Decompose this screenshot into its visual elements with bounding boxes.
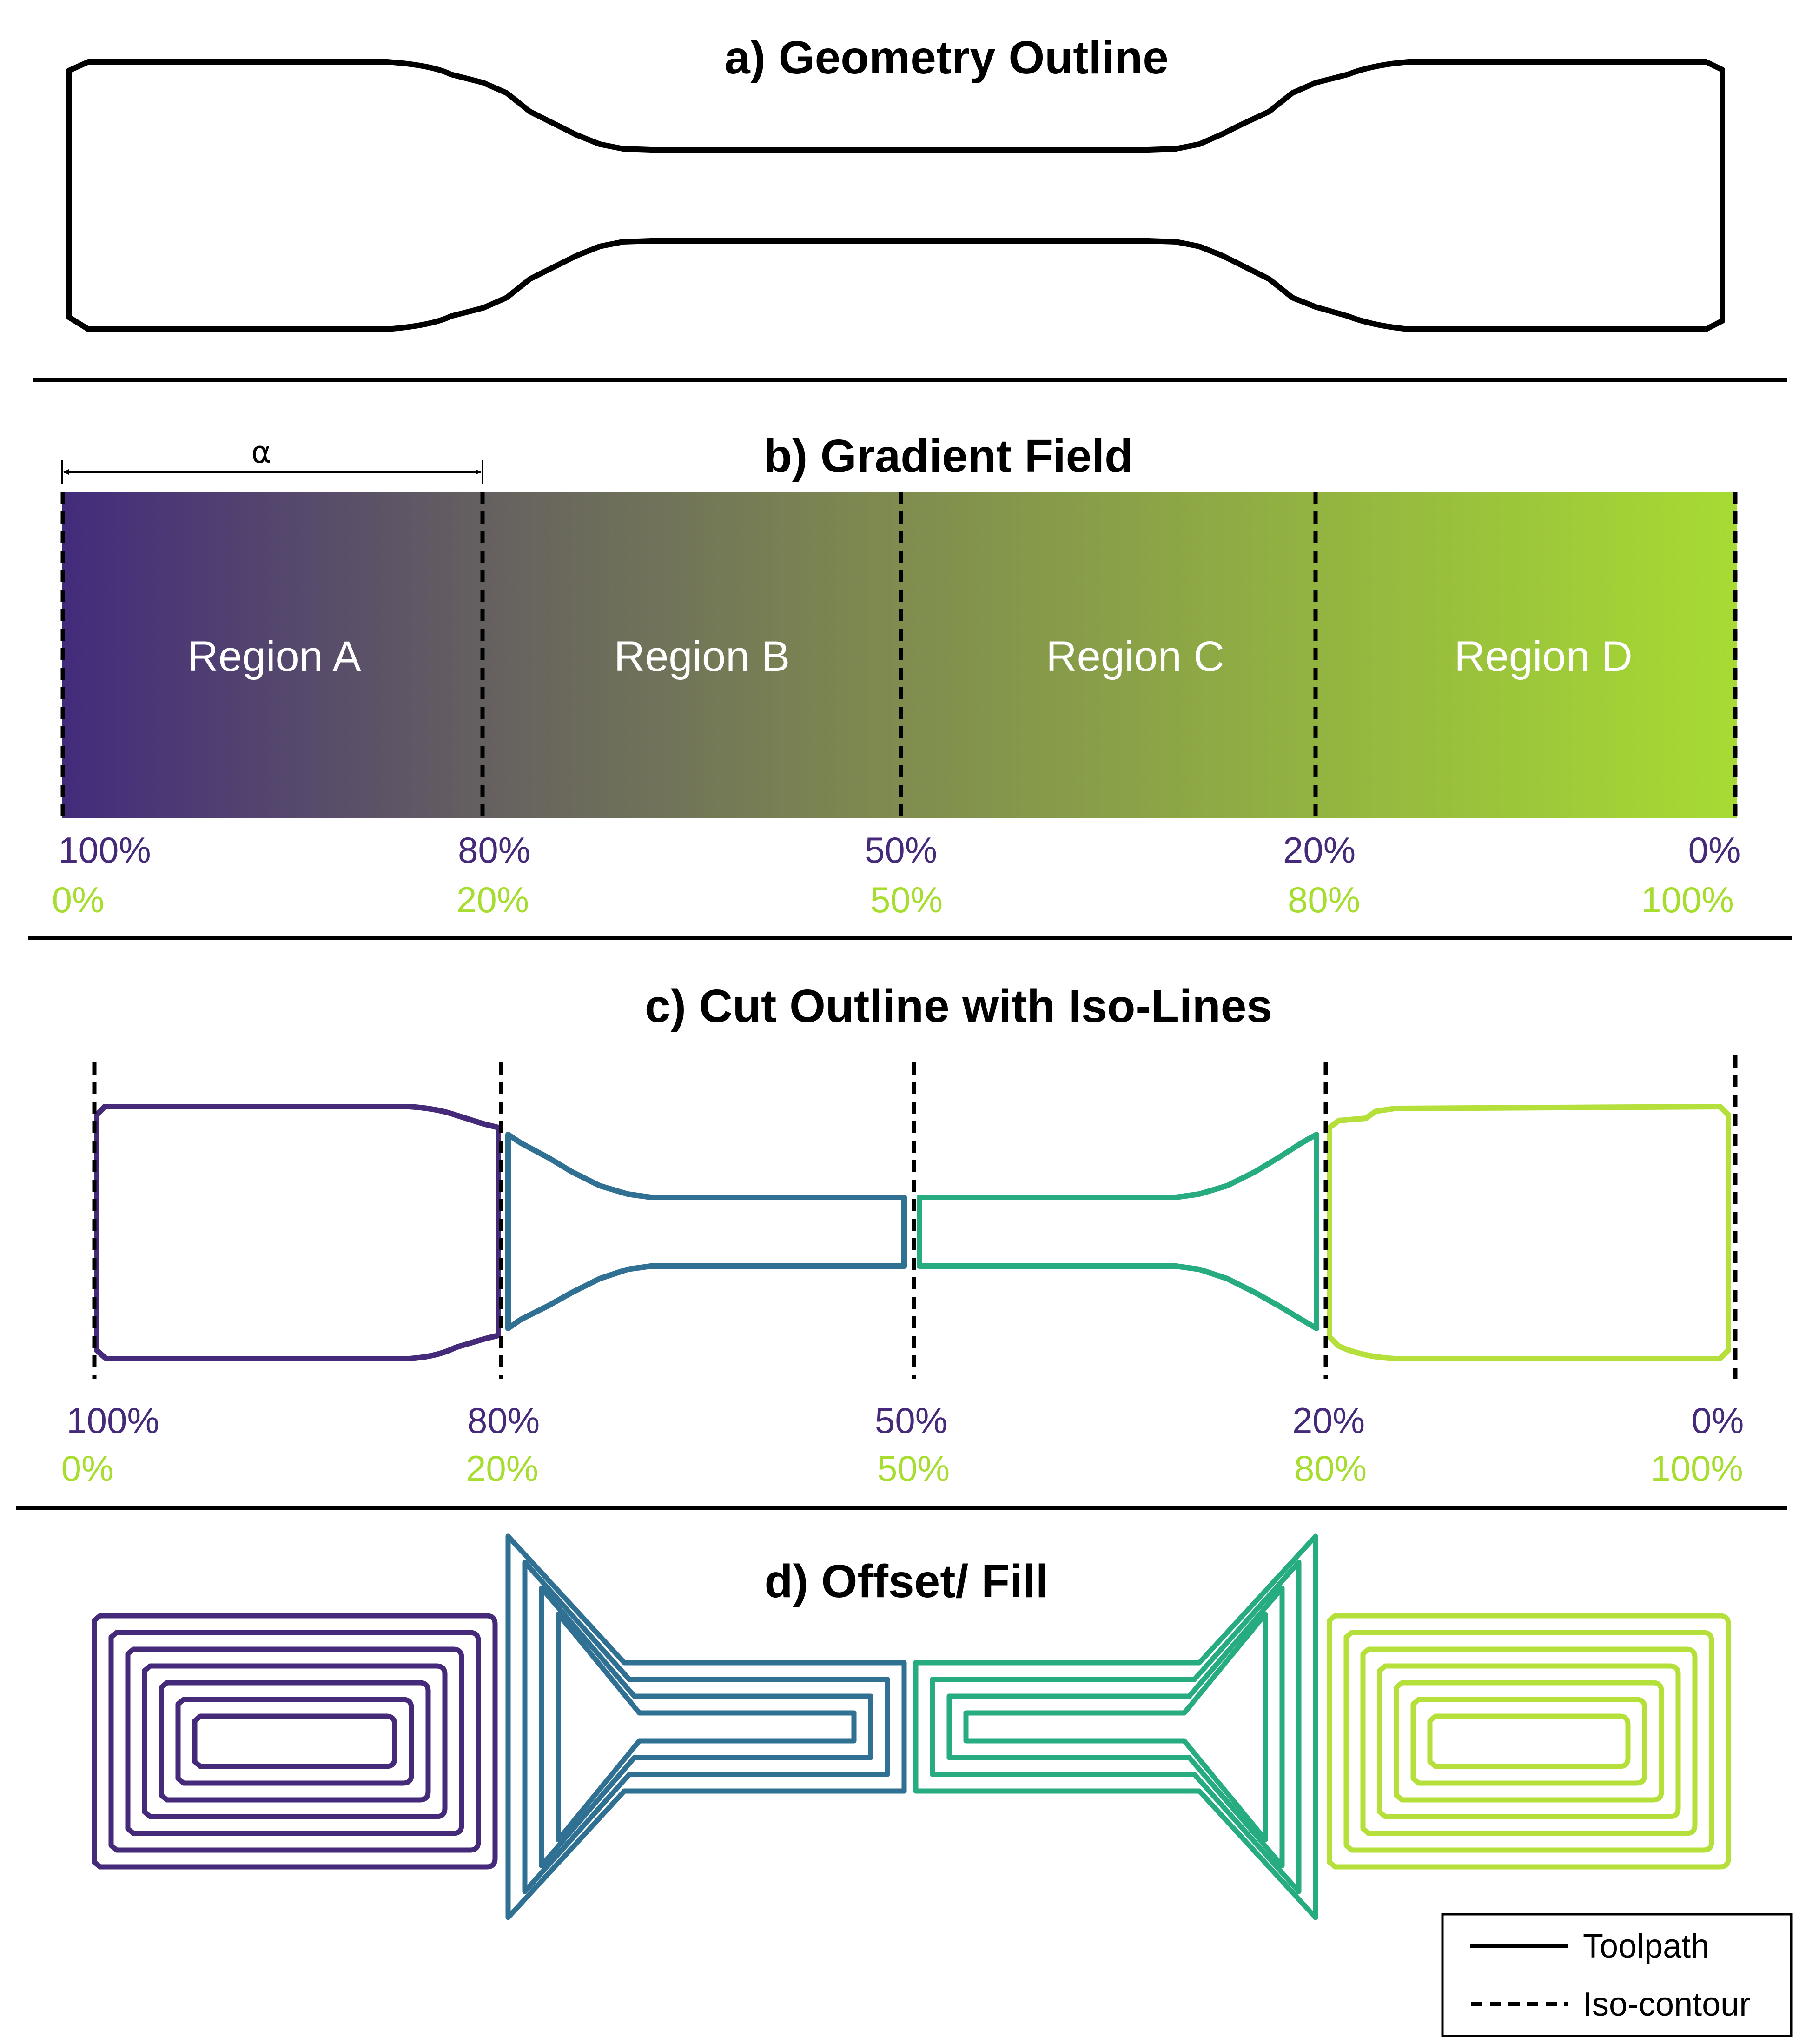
b-bottom-label-2: 50% [870, 879, 943, 920]
fill-b-toolpath-ring-3 [556, 1611, 857, 1843]
fill-a-toolpath-ring-2 [125, 1646, 464, 1836]
panel-c-title: c) Cut Outline with Iso-Lines [645, 980, 1272, 1032]
panel-c-top-labels: 100% 80% 50% 20% 0% [66, 1400, 1744, 1441]
fill-c-toolpath-ring-2 [946, 1586, 1285, 1868]
b-bottom-label-0: 0% [52, 879, 105, 920]
offset-fill-region-b [505, 1533, 907, 1920]
b-top-label-4: 0% [1688, 830, 1741, 870]
offset-fill-region-a [92, 1613, 498, 1870]
panel-c-bottom-labels: 0% 20% 50% 80% 100% [61, 1448, 1743, 1489]
region-b-label: Region B [614, 633, 790, 680]
b-top-label-2: 50% [865, 830, 937, 870]
fill-a-toolpath-ring-6 [192, 1713, 397, 1769]
b-top-label-3: 20% [1283, 830, 1356, 870]
fill-d-toolpath-ring-2 [1360, 1646, 1698, 1836]
c-bottom-label-4: 100% [1650, 1448, 1743, 1489]
panel-b-top-labels: 100% 80% 50% 20% 0% [58, 830, 1740, 870]
c-bottom-label-3: 80% [1294, 1448, 1367, 1489]
fill-c-toolpath-ring-0 [913, 1533, 1318, 1920]
region-d-label: Region D [1454, 633, 1633, 680]
cut-region-a [94, 1104, 501, 1361]
panel-c: c) Cut Outline with Iso-Lines 100% 80% 5… [61, 980, 1744, 1489]
b-top-label-0: 100% [58, 830, 151, 870]
fill-d-toolpath-ring-5 [1410, 1697, 1647, 1786]
c-top-label-2: 50% [875, 1400, 947, 1441]
fill-c-toolpath-ring-3 [963, 1611, 1268, 1843]
panel-a: a) Geometry Outline [66, 32, 1725, 332]
fill-b-toolpath-ring-0 [505, 1533, 907, 1920]
legend-box [1441, 1913, 1793, 2037]
fill-c-toolpath-ring-1 [930, 1560, 1302, 1894]
legend: Toolpath Iso-contour [1441, 1913, 1793, 2037]
c-bottom-label-2: 50% [877, 1448, 950, 1489]
cut-region-d [1327, 1104, 1731, 1361]
region-a-label: Region A [187, 633, 361, 680]
legend-toolpath-label: Toolpath [1583, 1928, 1709, 1965]
offset-fill-region-d [1327, 1613, 1731, 1870]
fill-a-toolpath-ring-5 [175, 1697, 414, 1786]
fill-d-toolpath-ring-4 [1394, 1680, 1664, 1803]
c-top-label-4: 0% [1692, 1400, 1744, 1441]
cut-region-c [917, 1132, 1319, 1331]
fill-b-toolpath-ring-2 [539, 1586, 873, 1868]
panel-d-title: d) Offset/ Fill [764, 1555, 1048, 1607]
c-bottom-label-0: 0% [61, 1448, 114, 1489]
dogbone-outline [66, 59, 1725, 332]
c-top-label-3: 20% [1292, 1400, 1365, 1441]
b-bottom-label-1: 20% [456, 879, 529, 920]
region-c-label: Region C [1046, 633, 1224, 680]
b-top-label-1: 80% [458, 830, 530, 870]
panel-b-bottom-labels: 0% 20% 50% 80% 100% [52, 879, 1734, 920]
panel-a-title: a) Geometry Outline [724, 32, 1169, 84]
panel-d: d) Offset/ Fill [92, 1533, 1731, 1920]
fill-d-toolpath-ring-1 [1343, 1630, 1714, 1853]
fill-d-toolpath-ring-0 [1327, 1613, 1731, 1870]
fill-a-toolpath-ring-3 [142, 1663, 448, 1819]
fill-a-toolpath-ring-0 [92, 1613, 498, 1870]
b-bottom-label-3: 80% [1288, 879, 1360, 920]
offset-fill-region-c [913, 1533, 1318, 1920]
alpha-label: α [251, 434, 271, 470]
legend-iso-contour-label: Iso-contour [1583, 1986, 1750, 2023]
cut-region-b [505, 1132, 907, 1331]
c-top-label-0: 100% [66, 1400, 159, 1441]
fill-a-toolpath-ring-1 [108, 1630, 481, 1853]
panel-b-title: b) Gradient Field [764, 430, 1133, 482]
panel-b: b) Gradient Field α Region A Region B Re… [52, 430, 1741, 920]
fill-a-toolpath-ring-4 [159, 1680, 431, 1803]
c-top-label-1: 80% [467, 1400, 540, 1441]
c-bottom-label-1: 20% [466, 1448, 538, 1489]
fill-b-toolpath-ring-1 [522, 1560, 890, 1894]
b-bottom-label-4: 100% [1641, 879, 1734, 920]
fill-d-toolpath-ring-6 [1427, 1713, 1631, 1769]
fill-d-toolpath-ring-3 [1377, 1663, 1681, 1819]
